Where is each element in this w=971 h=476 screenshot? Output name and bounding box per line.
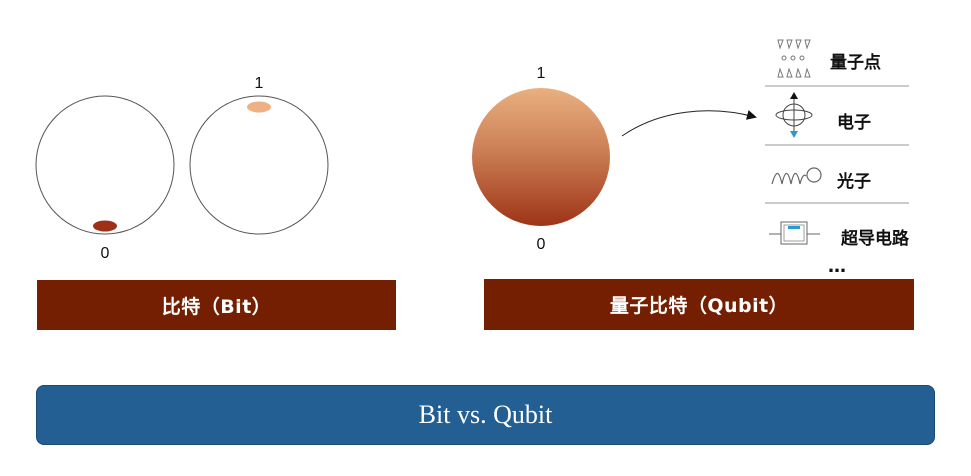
qubit-label-1: 1: [537, 65, 546, 82]
implementation-arrow: [621, 110, 757, 137]
footer-title-banner: Bit vs. Qubit: [36, 385, 935, 445]
bit-caption-bar: 比特（Bit）: [37, 280, 396, 330]
bit-dot-1: [247, 101, 271, 113]
bit-circle-0: [35, 95, 175, 235]
implementation-label-quantum-dot: 量子点: [830, 53, 881, 73]
bit-state-0: 0: [35, 95, 175, 262]
bit-label-1: 1: [255, 75, 264, 92]
implementation-label-superconducting: 超导电路: [841, 229, 909, 249]
bit-label-0: 0: [101, 245, 110, 262]
implementation-label-photon: 光子: [837, 172, 871, 192]
bit-circle-1: [189, 95, 329, 235]
implementation-dividers: [765, 85, 909, 204]
quantum-dot-icon: [777, 39, 811, 78]
electron-icon: [775, 92, 813, 138]
photon-icon: [771, 167, 822, 185]
qubit-sphere-group: 1 0: [472, 65, 610, 253]
implementation-more-ellipsis: …: [828, 256, 847, 277]
bit-state-1: 1: [189, 75, 329, 235]
qubit-label-0: 0: [537, 236, 546, 253]
qubit-sphere: [472, 88, 610, 226]
bit-dot-0: [93, 220, 117, 232]
superconducting-circuit-icon: [769, 221, 820, 245]
qubit-caption-bar: 量子比特（Qubit）: [484, 279, 914, 330]
implementation-label-electron: 电子: [837, 113, 871, 133]
